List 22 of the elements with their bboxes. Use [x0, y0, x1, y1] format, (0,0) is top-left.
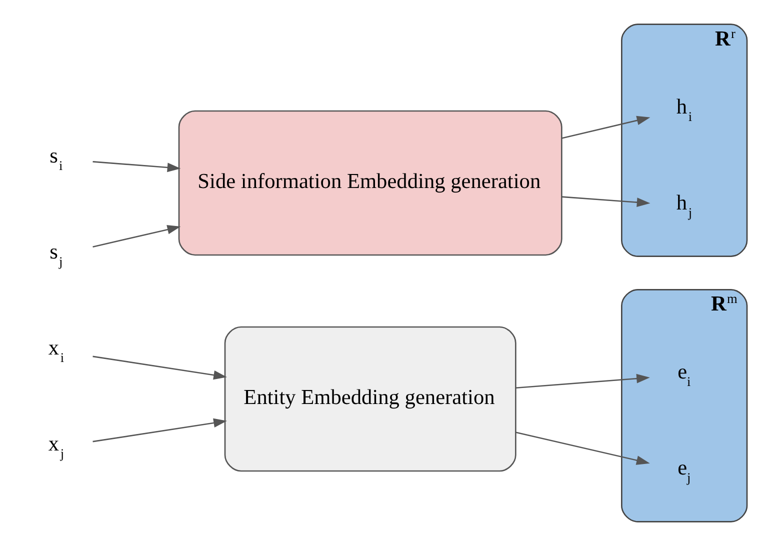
- node-label: R$^{m}$: [710, 291, 737, 316]
- arrow: [92, 356, 226, 380]
- node-text: s$_{i}$: [49, 144, 62, 174]
- node-text: s$_{j}$: [49, 240, 62, 270]
- node-box: Entity Embedding generation: [224, 326, 516, 472]
- node-box: Side information Embedding generation: [178, 110, 562, 256]
- node-text: h$_{i}$: [676, 94, 692, 124]
- node-text: e$_{j}$: [677, 456, 690, 486]
- cluster: [620, 24, 748, 257]
- node-text: x$_{j}$: [48, 432, 64, 462]
- arrow: [92, 418, 226, 442]
- arrow: [515, 374, 650, 389]
- node-text: x$_{i}$: [48, 336, 64, 366]
- arrow: [92, 225, 180, 248]
- node-text: h$_{j}$: [676, 190, 692, 220]
- node-text: e$_{i}$: [677, 360, 690, 390]
- arrow: [561, 196, 650, 207]
- cluster: [620, 289, 748, 522]
- arrow: [92, 161, 180, 172]
- arrow: [561, 116, 650, 139]
- arrow: [515, 432, 650, 465]
- node-label: R$^{r}$: [714, 26, 735, 50]
